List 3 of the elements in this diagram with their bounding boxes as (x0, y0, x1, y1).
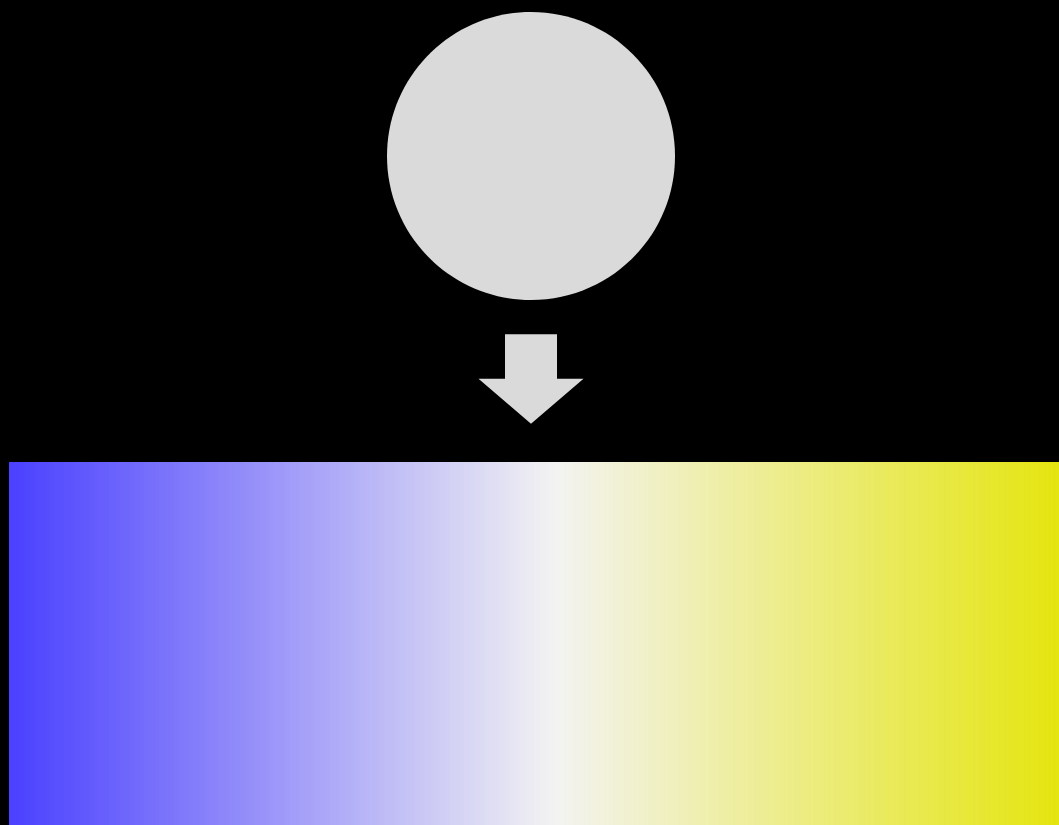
arrow (478, 334, 584, 424)
gradient-bar (9, 462, 1059, 825)
circle (387, 12, 675, 300)
